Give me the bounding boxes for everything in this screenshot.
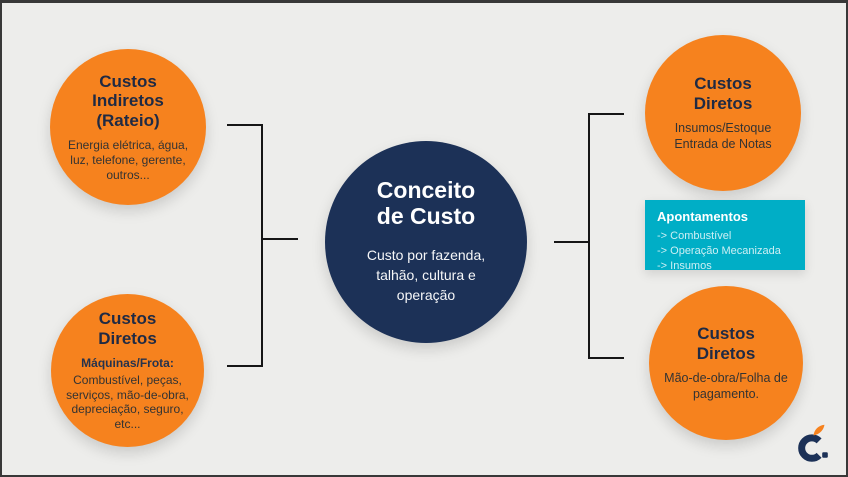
apontamentos-box: Apontamentos -> Combustível -> Operação …: [645, 200, 805, 272]
circle-body: Energia elétrica, água, luz, telefone, g…: [67, 138, 189, 182]
logo-flame-icon: [813, 424, 825, 436]
apontamentos-title: Apontamentos: [657, 209, 748, 224]
circle-body: Insumos/Estoque Entrada de Notas: [674, 121, 772, 151]
circle-conceito-de-custo: Conceito de Custo Custo por fazenda, tal…: [325, 141, 527, 343]
logo-dot: [822, 452, 828, 458]
left-bracket-bottom-line: [227, 365, 263, 367]
center-body: Custo por fazenda, talhão, cultura e ope…: [366, 246, 486, 304]
right-bracket-vertical-line: [588, 113, 590, 359]
left-bracket-vertical-line: [261, 124, 263, 367]
right-bracket-top-line: [588, 113, 624, 115]
circle-title: Custos Diretos: [693, 74, 753, 113]
circle-title: Custos Diretos: [696, 324, 756, 363]
circle-custos-diretos-insumos: Custos Diretos Insumos/Estoque Entrada d…: [645, 35, 801, 191]
circle-body: Combustível, peças, serviços, mão-de-obr…: [66, 373, 189, 431]
circle-custos-diretos-maodeobra: Custos Diretos Mão-de-obra/Folha de paga…: [649, 286, 803, 440]
circle-title: Custos Indiretos (Rateio): [92, 71, 164, 130]
center-title: Conceito de Custo: [376, 177, 476, 229]
logo-c-mark: [798, 434, 822, 462]
circle-subtitle: Máquinas/Frota:: [81, 356, 174, 371]
left-bracket-middle-line: [263, 238, 298, 240]
apontamento-item: -> Combustível: [657, 230, 732, 242]
circle-custos-indiretos: Custos Indiretos (Rateio) Energia elétri…: [50, 49, 206, 205]
apontamento-item: -> Insumos: [657, 260, 712, 272]
company-logo: [798, 424, 828, 462]
circle-title: Custos Diretos: [98, 309, 157, 348]
circle-body: Mão-de-obra/Folha de pagamento.: [664, 371, 788, 401]
right-bracket-bottom-line: [588, 357, 624, 359]
right-bracket-middle-line: [554, 241, 590, 243]
circle-custos-diretos-maquinas: Custos Diretos Máquinas/Frota: Combustív…: [51, 294, 204, 447]
apontamento-item: -> Operação Mecanizada: [657, 245, 781, 257]
left-bracket-top-line: [227, 124, 263, 126]
